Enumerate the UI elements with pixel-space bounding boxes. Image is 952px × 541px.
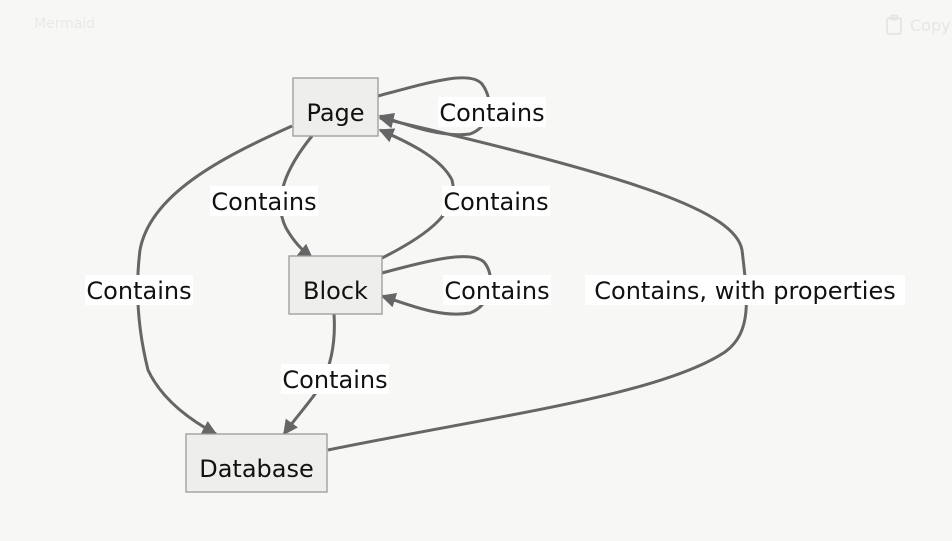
copy-button[interactable]: Copy xyxy=(884,12,951,38)
label-block-self: Contains xyxy=(443,275,551,305)
label-block-to-page: Contains xyxy=(442,186,550,216)
label-block-to-database: Contains xyxy=(281,364,389,394)
code-block-toolbar: Mermaid Copy xyxy=(0,0,952,52)
svg-text:Contains: Contains xyxy=(211,188,316,216)
clipboard-icon xyxy=(884,14,904,36)
svg-text:Contains, with properties: Contains, with properties xyxy=(594,277,895,305)
svg-text:Block: Block xyxy=(303,277,368,305)
node-block: Block xyxy=(288,255,383,315)
svg-text:Page: Page xyxy=(306,99,364,127)
edge-block-to-page xyxy=(378,128,455,260)
language-label: Mermaid xyxy=(34,16,96,32)
label-page-self: Contains xyxy=(438,97,546,127)
label-database-to-page: Contains, with properties xyxy=(585,275,905,305)
svg-text:Contains: Contains xyxy=(443,188,548,216)
svg-text:Contains: Contains xyxy=(444,277,549,305)
svg-text:Database: Database xyxy=(199,455,314,483)
node-page: Page xyxy=(292,77,379,137)
svg-text:Contains: Contains xyxy=(282,366,387,394)
svg-text:Contains: Contains xyxy=(86,277,191,305)
copy-button-label: Copy xyxy=(910,15,951,35)
label-page-to-database: Contains xyxy=(85,275,193,305)
edge-page-to-block xyxy=(278,135,314,260)
label-page-to-block: Contains xyxy=(210,186,318,216)
edge-database-to-page xyxy=(327,113,748,452)
node-database: Database xyxy=(185,433,328,493)
svg-text:Contains: Contains xyxy=(439,99,544,127)
